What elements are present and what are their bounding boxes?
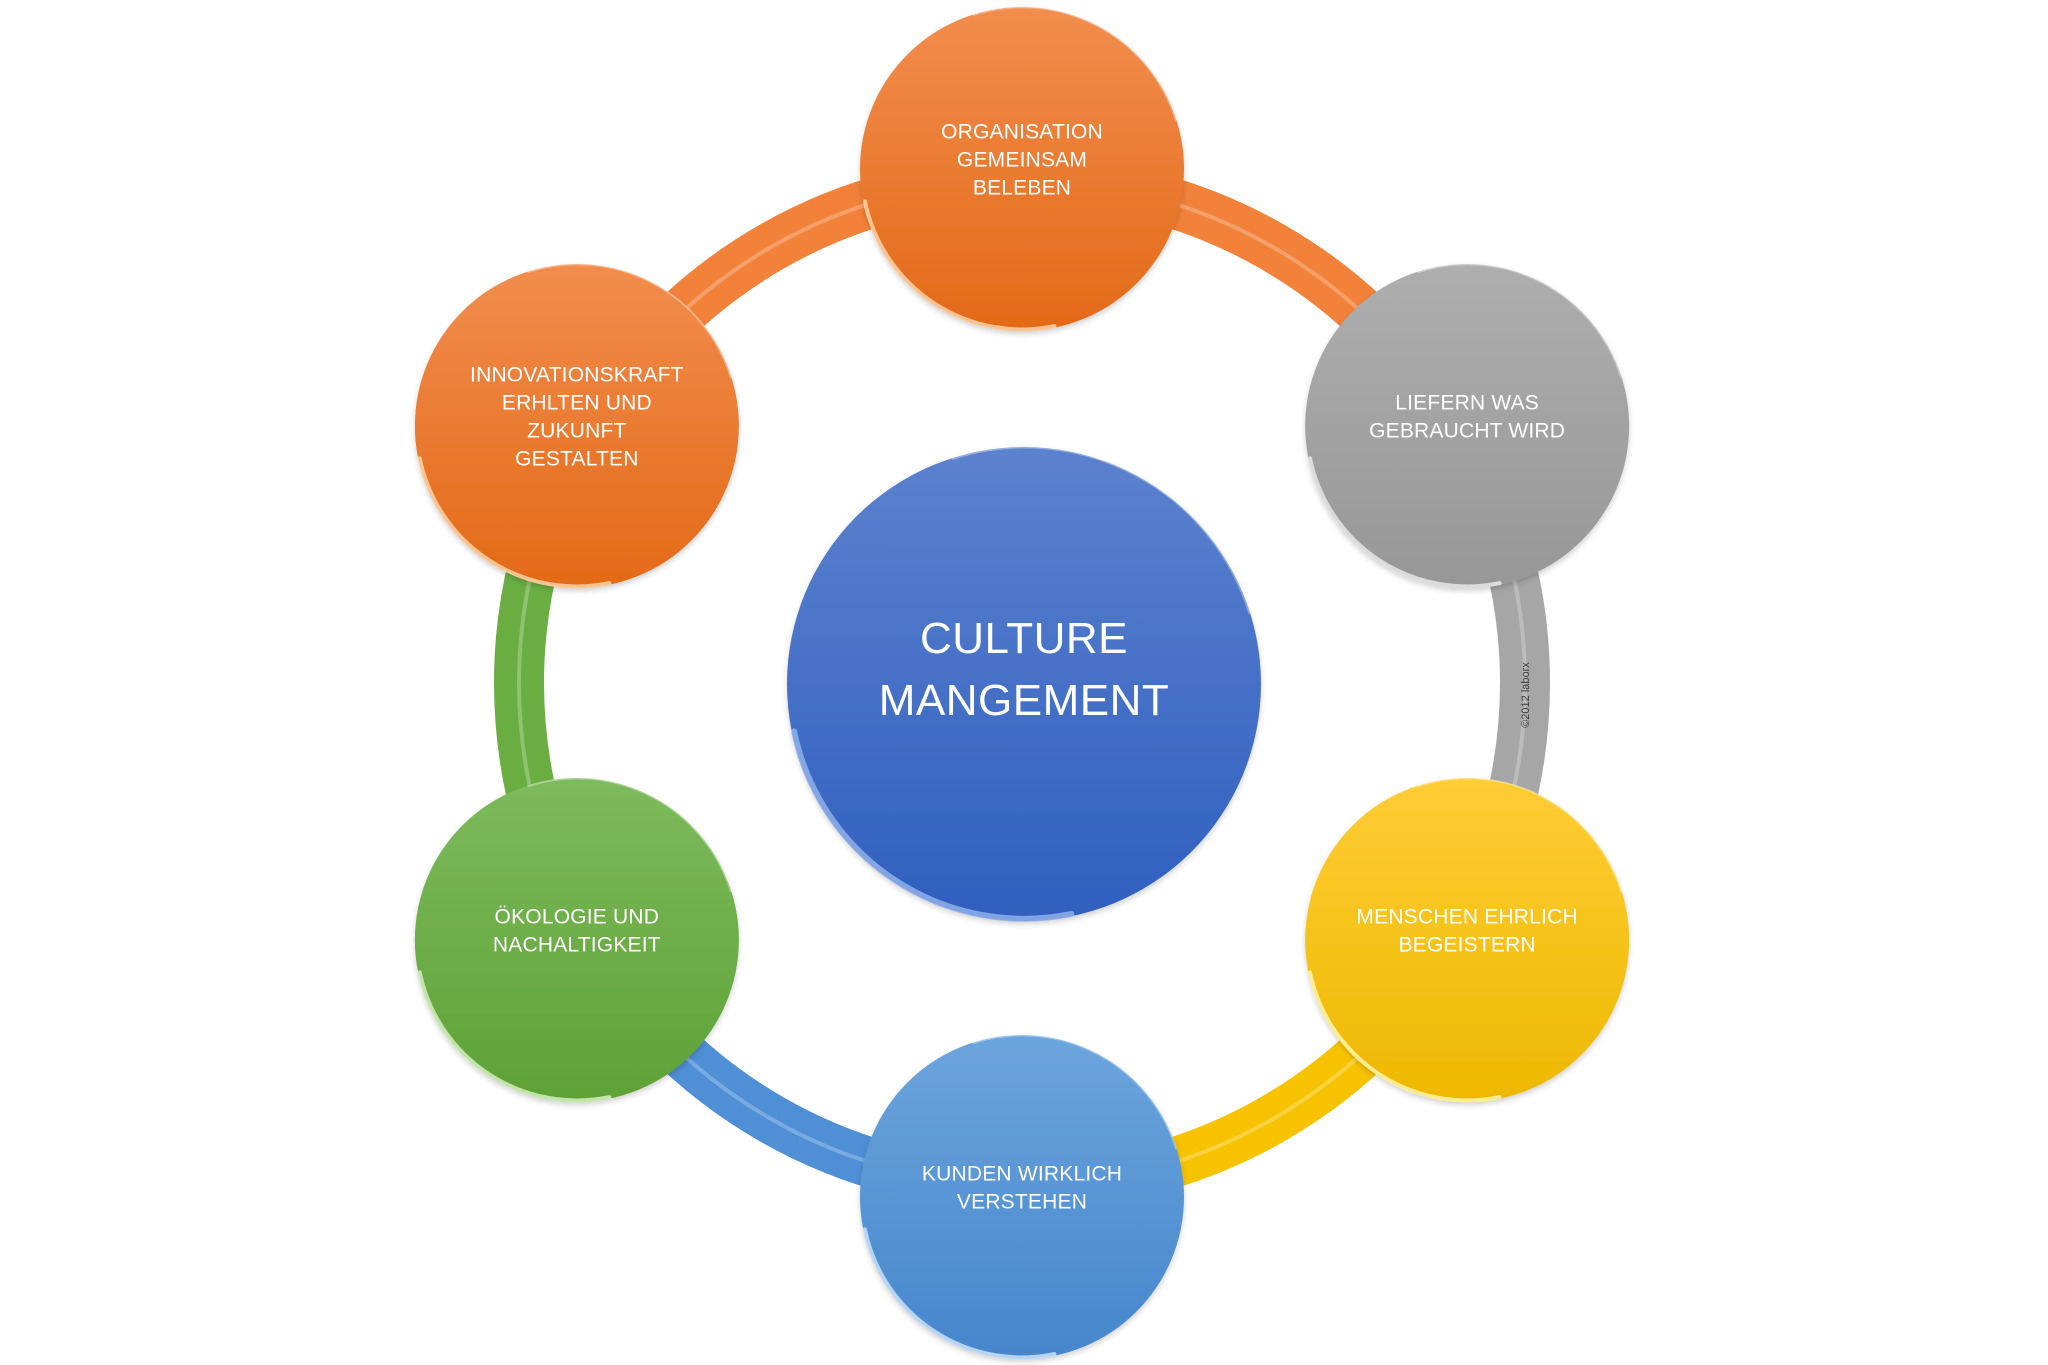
node-liefern-label-line: LIEFERN WAS (1395, 391, 1539, 414)
center-node-culture-management-rim-highlight (791, 728, 1075, 922)
node-organisation: ORGANISATION GEMEINSAM BELEBEN (860, 6, 1184, 332)
copyright-text: ©2012 laborx (1520, 662, 1532, 728)
node-liefern-label-line: GEBRAUCHT WIRD (1369, 419, 1565, 442)
node-menschen-label-line: MENSCHEN EHRLICH (1356, 905, 1577, 928)
center-node-culture-management-circle (787, 447, 1261, 921)
node-kunden-label-line: VERSTEHEN (957, 1190, 1087, 1213)
node-organisation-circle (860, 7, 1184, 331)
node-innovation-label-line: ERHLTEN UND (502, 391, 652, 414)
node-kunden-label-line: KUNDEN WIRKLICH (922, 1162, 1122, 1185)
center-node-culture-management-label-line: MANGEMENT (879, 676, 1170, 725)
node-organisation-top-highlight (972, 6, 1177, 122)
node-menschen-rim-highlight (1307, 970, 1502, 1103)
node-oekologie-label-line: ÖKOLOGIE UND (495, 905, 660, 928)
node-organisation-label-line: BELEBEN (973, 176, 1071, 199)
satellite-nodes: ORGANISATION GEMEINSAM BELEBEN LIEFERN WAS G… (414, 6, 1630, 1360)
node-kunden: KUNDEN WIRKLICH VERSTEHEN (860, 1034, 1184, 1360)
center-node-culture-management-label-line: CULTURE (920, 614, 1128, 663)
node-innovation-label-line: INNOVATIONSKRAFT (470, 363, 684, 386)
node-organisation-label-line: ORGANISATION (941, 120, 1103, 143)
node-oekologie-label-line: NACHALTIGKEIT (493, 933, 661, 956)
node-organisation-label-line: GEMEINSAM (957, 148, 1087, 171)
node-liefern-circle (1305, 264, 1630, 588)
node-kunden-top-highlight (972, 1034, 1177, 1150)
center-node-culture-management-top-highlight (951, 446, 1251, 614)
center-node: CULTURE MANGEMENT (787, 446, 1261, 922)
node-oekologie-circle (414, 778, 739, 1102)
node-menschen: MENSCHEN EHRLICH BEGEISTERN (1305, 777, 1630, 1103)
node-oekologie: ÖKOLOGIE UND NACHALTIGKEIT (414, 777, 739, 1103)
node-innovation-circle (414, 264, 739, 588)
node-innovation-label-line: ZUKUNFT (527, 419, 626, 442)
node-menschen-label-line: BEGEISTERN (1398, 933, 1535, 956)
node-innovation-top-highlight (527, 263, 732, 379)
node-liefern-top-highlight (1417, 263, 1623, 379)
node-innovation-rim-highlight (417, 456, 612, 589)
node-innovation-label-line: GESTALTEN (515, 447, 639, 470)
node-liefern: LIEFERN WAS GEBRAUCHT WIRD (1305, 263, 1630, 589)
node-organisation-rim-highlight (862, 199, 1057, 332)
node-menschen-circle (1305, 778, 1630, 1102)
node-kunden-circle (860, 1035, 1184, 1359)
node-innovation: INNOVATIONSKRAFT ERHLTEN UND ZUKUNFT GESTAL… (414, 263, 739, 589)
node-oekologie-top-highlight (527, 777, 732, 893)
node-menschen-top-highlight (1417, 777, 1623, 893)
node-liefern-rim-highlight (1307, 456, 1502, 589)
node-oekologie-rim-highlight (417, 970, 612, 1103)
center-node-culture-management: CULTURE MANGEMENT (787, 446, 1261, 922)
node-kunden-rim-highlight (862, 1227, 1057, 1360)
